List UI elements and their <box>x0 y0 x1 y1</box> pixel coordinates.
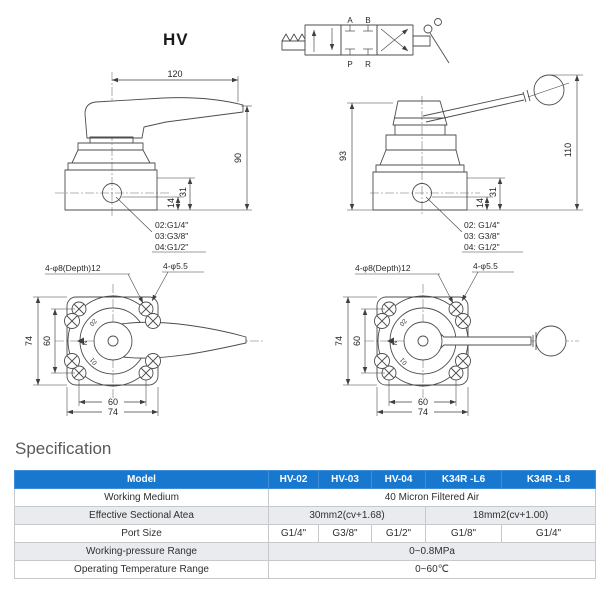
port-size-k34rl8: G1/4" <box>501 524 596 543</box>
dim-120: 120 <box>167 69 182 79</box>
port-size-hv02: G1/4" <box>268 524 319 543</box>
dial-pos-01: 01 <box>399 356 409 366</box>
port-option-1: 02: G1/4" <box>464 220 500 230</box>
port-option-1: 02:G1/4" <box>155 220 188 230</box>
port-option-2: 03: G3/8" <box>464 231 500 241</box>
port-size-hv04: G1/2" <box>371 524 426 543</box>
table-row-sectional-area: Effective Sectional Atea 30mm2(cv+1.68) … <box>14 506 596 525</box>
valve-handle <box>84 97 244 139</box>
schematic-port-b: B <box>365 16 370 25</box>
dim-60-left: 60 <box>42 336 52 346</box>
table-row-temperature-range: Operating Temperature Range 0~60℃ <box>14 560 596 579</box>
row-label: Working-pressure Range <box>14 542 269 561</box>
dim-74-bottom: 74 <box>418 407 428 417</box>
dial-pos-02: 02 <box>89 318 99 328</box>
dial-pointer <box>77 337 84 345</box>
col-model: Model <box>14 470 269 489</box>
col-hv-03: HV-03 <box>318 470 372 489</box>
mounting-holes <box>374 301 471 381</box>
dim-90: 90 <box>233 153 243 163</box>
row-value: 40 Micron Filtered Air <box>268 488 596 507</box>
valve-lever-ball <box>535 325 567 357</box>
valve-bonnet <box>372 100 468 211</box>
port-option-2: 03:G3/8" <box>155 231 188 241</box>
dim-74-bottom: 74 <box>108 407 118 417</box>
dial-pos-n: N <box>392 340 399 345</box>
product-title: HV <box>163 30 189 49</box>
dim-110: 110 <box>563 143 573 157</box>
row-label: Operating Temperature Range <box>14 560 269 579</box>
port-size-k34rl6: G1/8" <box>425 524 502 543</box>
col-k34r-l6: K34R -L6 <box>425 470 502 489</box>
dim-93: 93 <box>338 151 348 161</box>
row-label: Working Medium <box>14 488 269 507</box>
side-view-right-drawing: 93 110 31 14 02: G1/4" 03: G3/8" 04: G1/… <box>338 74 583 253</box>
holes-label-phi8: 4-φ8(Depth)12 <box>45 263 101 273</box>
row-value-k34r: 18mm2(cv+1.00) <box>425 506 596 525</box>
dim-14: 14 <box>166 198 176 208</box>
row-value-hv: 30mm2(cv+1.68) <box>268 506 426 525</box>
dial-pos-n: N <box>82 340 89 345</box>
col-k34r-l8: K34R -L8 <box>501 470 596 489</box>
specification-table: Model HV-02 HV-03 HV-04 K34R -L6 K34R -L… <box>14 470 596 579</box>
row-label: Effective Sectional Atea <box>14 506 269 525</box>
dim-60-bottom: 60 <box>108 397 118 407</box>
dial-pos-01: 01 <box>89 356 99 366</box>
table-row-port-size: Port Size G1/4" G3/8" G1/2" G1/8" G1/4" <box>14 524 596 543</box>
front-view-right-drawing: 02 N 01 4-φ8(Depth)12 4-φ5.5 74 60 60 74 <box>334 261 579 417</box>
dial-pos-02: 02 <box>399 318 409 328</box>
schematic-port-r: R <box>365 60 371 69</box>
holes-label-phi55: 4-φ5.5 <box>163 261 188 271</box>
front-view-left-drawing: 02 N 01 4-φ8(Depth)12 4-φ5.5 74 60 60 74 <box>24 261 265 417</box>
schematic-port-a: A <box>347 16 353 25</box>
mounting-holes <box>64 301 161 381</box>
dim-60-left: 60 <box>352 336 362 346</box>
row-value: 0~60℃ <box>268 560 596 579</box>
valve-lever-shaft <box>430 324 532 358</box>
port-size-hv03: G3/8" <box>318 524 372 543</box>
dim-31: 31 <box>488 187 498 197</box>
holes-label-phi55: 4-φ5.5 <box>473 261 498 271</box>
valve-handle-blade <box>120 321 247 359</box>
side-view-left-drawing: 120 90 31 14 02:G1/4" 03:G3/8" 04:G1/2" <box>55 69 252 253</box>
dim-31: 31 <box>178 187 188 197</box>
dim-74-left: 74 <box>334 336 344 346</box>
dim-14: 14 <box>475 198 485 208</box>
port-option-3: 04: G1/2" <box>464 242 500 252</box>
port-option-3: 04:G1/2" <box>155 242 188 252</box>
dim-60-bottom: 60 <box>418 397 428 407</box>
table-row-pressure-range: Working-pressure Range 0~0.8MPa <box>14 542 596 561</box>
row-label: Port Size <box>14 524 269 543</box>
port-hole <box>102 183 122 203</box>
col-hv-02: HV-02 <box>268 470 319 489</box>
valve-lever-ball <box>422 74 570 123</box>
col-hv-04: HV-04 <box>371 470 426 489</box>
table-row-working-medium: Working Medium 40 Micron Filtered Air <box>14 488 596 507</box>
specification-heading: Specification <box>15 439 112 458</box>
valve-schematic-symbol: A B P R <box>281 16 450 69</box>
detent-symbol <box>281 33 306 51</box>
table-header-row: Model HV-02 HV-03 HV-04 K34R -L6 K34R -L… <box>14 470 596 489</box>
port-hole <box>412 183 432 203</box>
valve-bonnet <box>64 136 158 211</box>
dial-pointer <box>387 337 394 345</box>
hand-lever-symbol <box>412 18 450 64</box>
dim-74-left: 74 <box>24 336 34 346</box>
holes-label-phi8: 4-φ8(Depth)12 <box>355 263 411 273</box>
schematic-port-p: P <box>347 60 352 69</box>
row-value: 0~0.8MPa <box>268 542 596 561</box>
